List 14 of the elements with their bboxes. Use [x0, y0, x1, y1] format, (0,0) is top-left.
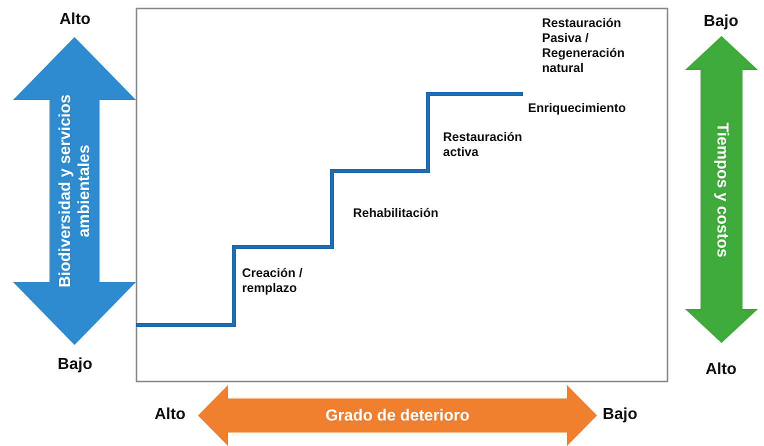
- scale-label: Alto: [705, 361, 737, 379]
- stage-label: Rehabilitación: [353, 206, 440, 221]
- scale-label: Alto: [154, 406, 186, 424]
- arrow-label: Grado de deterioro: [324, 406, 471, 425]
- arrow-label: Biodiversidad y servicios ambientales: [56, 94, 94, 290]
- scale-label: Alto: [59, 11, 91, 29]
- scale-label: Bajo: [602, 406, 638, 424]
- stage-label: Restauración activa: [443, 130, 524, 160]
- scale-label: Bajo: [704, 13, 738, 31]
- stage-label: Enriquecimiento: [528, 101, 627, 116]
- stage-label: Creación / remplazo: [242, 266, 304, 296]
- scale-label: Bajo: [58, 356, 92, 374]
- stage-label: Restauración Pasiva / Regeneración natural: [542, 16, 626, 76]
- arrow-label: Tiempos y costos: [712, 121, 731, 259]
